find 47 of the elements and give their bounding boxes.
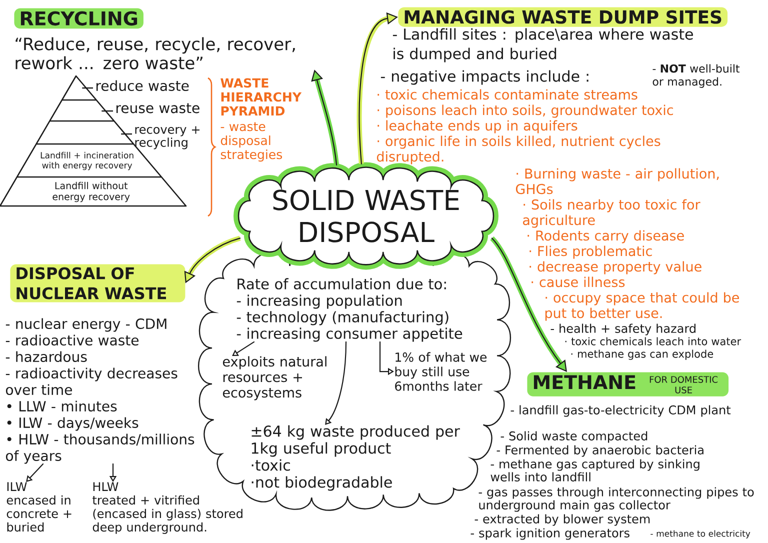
note-text: Rate of accumulation due to: - increasing population - technology (manufacturing) - increasing consumer appetite xyxy=(236,278,462,342)
note-text: 1% of what we buy still use 6months later xyxy=(395,352,487,391)
note-text: exploits natural resources + ecosystems xyxy=(222,356,326,400)
list-item: · decrease property value xyxy=(530,261,702,274)
note-text: - NOT well-built or managed. xyxy=(652,64,740,88)
pyramid-label: recovery + recycling xyxy=(135,126,200,150)
list-item: · occupy space that could be put to better use. xyxy=(545,292,739,321)
list-item: · Rodents carry disease xyxy=(528,230,684,244)
pyramid-label: reuse waste xyxy=(116,103,200,114)
list-item: - Solid waste compacted xyxy=(500,431,648,443)
highlighted-heading: DISPOSAL OF NUCLEAR WASTE xyxy=(10,264,186,302)
list-item: · Flies problematic xyxy=(530,246,652,259)
arrow xyxy=(325,341,347,425)
list-item: · Soils nearby too toxic for agriculture xyxy=(523,199,700,228)
list-item: - gas passes through interconnecting pipes to underground main gas collector xyxy=(478,487,754,512)
quote-text: “Reduce, reuse, recycle, recover, rework ... zero waste” xyxy=(16,37,295,70)
list-item: · toxic chemicals leach into water xyxy=(565,337,742,346)
list-item: - extracted by blower system xyxy=(474,514,650,526)
list-item: - negative impacts include : xyxy=(380,70,588,85)
list-item: · Burning waste - air pollution, GHGs xyxy=(516,168,719,194)
list-item: - health + safety hazard xyxy=(550,324,696,336)
note-text: - waste disposal strategies xyxy=(220,122,282,162)
list-item: - Landfill sites : place\area where waste is dumped and buried xyxy=(392,28,693,62)
highlighted-heading: RECYCLING xyxy=(14,8,144,29)
list-item: · toxic chemicals contaminate streams xyxy=(378,89,638,100)
bullet-list: - nuclear energy - CDM - radioactive waste - hazardous - radioactivity decreases over time • LLW - minutes • ILW - days/weeks • HLW - thousands/millions of years xyxy=(6,318,194,464)
highlighted-heading: METHANE FOR DOMESTIC USE xyxy=(527,372,729,396)
pyramid-text: Landfill + incineration with energy recovery xyxy=(40,152,134,170)
list-item: · leachate ends up in aquifers xyxy=(378,120,578,134)
list-item: · cause illness xyxy=(532,276,625,288)
list-item: · poisons leach into soils, groundwater toxic xyxy=(378,104,673,118)
arrow xyxy=(232,341,255,356)
list-item: - Fermented by anaerobic bacteria xyxy=(496,445,704,457)
note-text: ILW encased in concrete + buried xyxy=(6,482,72,532)
arrow xyxy=(26,463,44,482)
note-text: - methane to electricity xyxy=(650,530,750,538)
note-text: ±64 kg waste produced per 1kg useful product ·toxic ·not biodegradable xyxy=(252,425,460,491)
caption-text: WASTE HIERARCHY PYRAMID xyxy=(220,78,302,116)
pyramid-text: Landfill without energy recovery xyxy=(52,182,130,202)
arrow xyxy=(490,236,567,372)
highlighted-heading: MANAGING WASTE DUMP SITES xyxy=(398,7,728,27)
list-item: · methane gas can explode xyxy=(571,350,714,360)
note-text: HLW treated + vitrified (encased in glass) stored deep underground. xyxy=(92,482,242,534)
pyramid-label: reduce waste xyxy=(96,80,189,92)
list-item: - methane gas captured by sinking wells into landfill xyxy=(490,459,700,482)
list-item: · organic life in soils killed, nutrient cycles disrupted. xyxy=(376,136,660,164)
list-item: - spark ignition generators xyxy=(470,528,630,540)
